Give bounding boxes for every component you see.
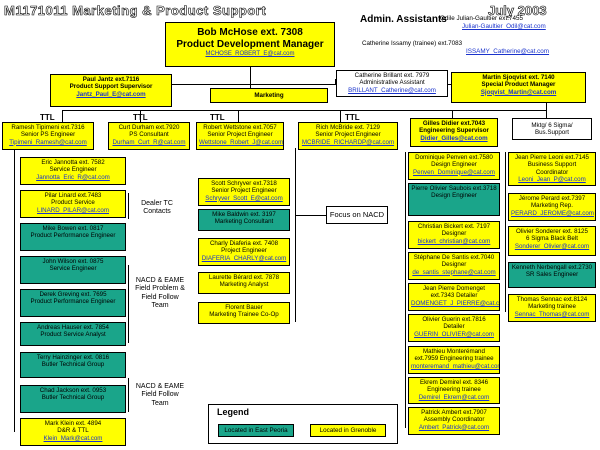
connector [452,110,453,118]
left-box-klein: Mark Klein ext. 4894 D&R & TTL Klein_Mar… [20,418,126,446]
connector [505,152,506,312]
left-box-linard: Pilar Linard ext.7483 Product Service LI… [20,190,126,218]
right1-box-monteremand: Mathieu Monterémand ext.7959 Engineering… [408,346,500,374]
connector [295,148,296,322]
connector [405,152,406,428]
left-box-jackson: Chad Jackson ext. 0953 Butler Technical … [20,385,126,413]
right1-box-domenget: Jean Pierre Domenget ext.7343 Detailer D… [408,283,500,311]
right1-box-saubois: Pierre Olivier Saubois ext.3718 Design E… [408,183,500,216]
mid-box-schryver: Scott Schryver ext.7318 Senior Project E… [198,178,290,206]
ttl-label: TTL [40,113,55,122]
eame-problem-label: NACD & EAME Field Problem & Field Follow… [132,274,188,326]
connector [14,140,15,432]
right1-box-desantis: Stéphane De Santis ext.7040 Designer de_… [408,252,500,280]
ttl-label: TTL [210,113,225,122]
right2-box-nerbengall: Kenneth Nerbengall ext.2730 SR Sales Eng… [508,262,596,288]
manager-box: Bob McHose ext. 7308 Product Development… [165,22,335,67]
right2-box-sonderer: Olivier Sonderer ext. 8125 6 Sigma Black… [508,226,596,256]
right1-box-ambert: Patrick Ambert ext.7907 Assembly Coordin… [408,407,500,435]
left-box-hauser: Andreas Hauser ext. 7854 Product Service… [20,322,126,346]
page-date: July 2003 [488,3,547,19]
connector [140,110,141,122]
left-box-bowen: Mike Bowen ext. 0817 Product Performance… [20,223,126,251]
right2-box-sennac: Thomas Sennac ext.8124 Marketing trainee… [508,294,596,322]
bracket [128,265,129,343]
connector [340,110,341,122]
right1-box-penven: Dominique Penven ext.7580 Design Enginee… [408,152,500,180]
marketing-box: Marketing [210,88,328,103]
left-box-greving: Derek Greving ext. 7695 Product Performa… [20,289,126,317]
row2-box-durham: Curt Durham ext.7920 PS Consultant Durha… [108,122,190,150]
right2-box-perard: Jérome Perard ext.7397 Marketing Rep. PE… [508,193,596,221]
jantz-box: Paul Jantz ext.7116 Product Support Supe… [50,74,172,107]
bracket [128,378,129,412]
ttl-label: TTL [133,113,148,122]
left-box-wilson: John Wilson ext. 0875 Service Engineer [20,256,126,284]
row2-box-tipimeni: Ramesh Tipimeni ext.7316 Senior PS Engin… [2,122,94,150]
dealer-contacts-label: Dealer TC Contacts [132,197,182,222]
bracket [128,193,129,219]
admin-brillant-box: Catherine Brillant ext. 7979 Administrat… [336,70,448,97]
left-box-hainzinger: Terry Hainzinger ext. 0816 Butler Techni… [20,352,126,378]
right1-box-demirel: Ekrem Demirel ext. 8346 Engineering trai… [408,377,500,404]
connector [335,79,336,85]
row2-box-didier: Gilles Didier ext.7043 Engineering Super… [410,118,498,147]
row2-box-mcbride: Rich McBride ext. 7129 Senior Project En… [298,122,398,150]
mid-box-diaferia: Charly Diaferia ext. 7408 Project Engine… [198,238,290,266]
admin-assistant-1: Odile Julian-Gaultier ext.7455 Julian-Ga… [440,15,546,30]
page-title: M1171011 Marketing & Product Support [4,3,267,19]
ttl-label: TTL [345,113,360,122]
connector [238,110,239,122]
focus-nacd-label: Focus on NACD [326,206,388,224]
row2-box-wettstone: Robert Wettstone ext.7057 Senior Project… [196,122,284,150]
connector [250,66,251,90]
connector [62,110,63,122]
right1-box-bickert: Christian Bickert ext. 7197 Designer bic… [408,221,500,249]
left-box-jannotta: Eric Jannotta ext. 7582 Service Engineer… [20,157,126,185]
admin-assistant-2: Catherine Issamy (trainee) ext.7083 ISSA… [362,40,550,55]
admin-assistants-heading: Admin. Assistants [360,14,447,25]
connector [546,102,547,118]
connector [62,110,547,111]
eame-follow-label: NACD & EAME Field Follow Team [132,380,188,412]
connector [295,215,326,216]
right2-box-leoni: Jean Pierre Leoni ext.7145 Business Supp… [508,152,596,186]
sjoqvist-box: Martin Sjoqvist ext. 7140 Special Produc… [451,72,586,103]
legend-east-peoria: Located in East Peoria [218,424,294,437]
mktg-sigma-box: Mktg/ 6 Sigma/ Bus.Support [512,118,592,140]
mid-box-berard: Laurette Bérard ext. 7878 Marketing Anal… [198,272,290,294]
legend-grenoble: Located in Grenoble [310,424,386,437]
mid-box-bauer: Florent Bauer Marketing Trainee Co-Op [198,302,290,324]
mid-box-baldwin: Mike Baldwin ext. 3197 Marketing Consult… [198,209,290,231]
connector [110,84,455,85]
legend-title: Legend [217,407,250,417]
right1-box-guerin: Olivier Guerin ext.7816 Detailer GUERIN_… [408,314,500,342]
